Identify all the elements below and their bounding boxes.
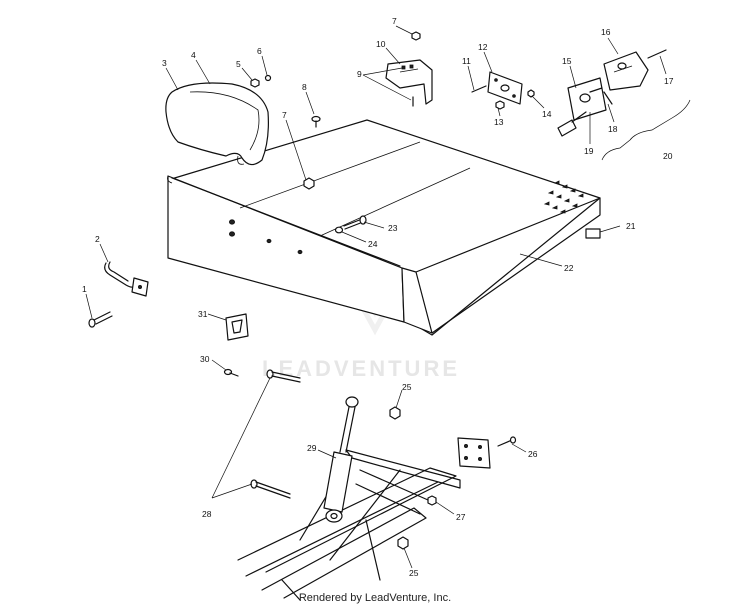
callout-4: 4	[191, 50, 196, 60]
tread-plate-pattern	[543, 180, 584, 214]
handle-16	[603, 51, 649, 91]
callout-7-upper: 7	[392, 16, 397, 26]
callout-20: 20	[663, 151, 673, 161]
callout-28: 28	[202, 509, 212, 519]
callout-25-lower: 25	[409, 568, 419, 578]
washer-24	[334, 226, 344, 234]
screw-6	[264, 74, 272, 82]
hook-2	[104, 261, 149, 297]
screw-17	[647, 49, 667, 59]
striker-plate	[487, 71, 523, 105]
bolt-28-lower	[250, 479, 291, 499]
callout-23: 23	[388, 223, 398, 233]
nut-25-lower	[397, 536, 409, 550]
callout-8: 8	[302, 82, 307, 92]
callout-29: 29	[307, 443, 317, 453]
callout-15: 15	[562, 56, 572, 66]
callout-7-lower: 7	[282, 110, 287, 120]
callout-31: 31	[198, 309, 208, 319]
callout-25-upper: 25	[402, 382, 412, 392]
bolt-28-upper	[266, 369, 301, 383]
callout-6: 6	[257, 46, 262, 56]
screw-11	[471, 85, 487, 93]
decal-21	[585, 228, 601, 239]
callout-13: 13	[494, 117, 504, 127]
hinge-plate	[457, 437, 491, 469]
nut-25-upper	[389, 406, 401, 420]
headrest	[165, 82, 269, 166]
callout-26: 26	[528, 449, 538, 459]
bolt-1	[88, 311, 113, 328]
latch-bracket	[385, 59, 433, 105]
nut-7	[411, 31, 421, 41]
latch-assembly	[567, 77, 607, 121]
callout-18: 18	[608, 124, 618, 134]
callout-30: 30	[200, 354, 210, 364]
callout-9: 9	[357, 69, 362, 79]
callout-2: 2	[95, 234, 100, 244]
bolt-26	[497, 436, 517, 447]
callout-14: 14	[542, 109, 552, 119]
bolt-23	[343, 215, 367, 230]
callout-22: 22	[564, 263, 574, 273]
group-bracket-20	[601, 99, 691, 161]
callout-17: 17	[664, 76, 674, 86]
clip-31	[225, 313, 249, 341]
watermark-text: LEADVENTURE	[262, 356, 460, 381]
pin-18	[603, 91, 613, 105]
render-credit: Rendered by LeadVenture, Inc.	[298, 592, 452, 604]
callout-19: 19	[584, 146, 594, 156]
cargo-box	[167, 119, 601, 336]
callout-5: 5	[236, 59, 241, 69]
gas-strut-29	[323, 396, 359, 523]
callout-27: 27	[456, 512, 466, 522]
nut-14	[527, 89, 535, 98]
nut-5	[250, 78, 260, 88]
nut-27	[427, 495, 437, 506]
callout-11: 11	[462, 56, 471, 66]
callout-3: 3	[162, 58, 167, 68]
connector-19	[557, 111, 587, 137]
callout-21: 21	[626, 221, 636, 231]
nut-13	[495, 100, 505, 110]
screw-30	[223, 368, 239, 377]
callout-24: 24	[368, 239, 378, 249]
callout-10: 10	[376, 39, 386, 49]
callout-1: 1	[82, 284, 87, 294]
callout-16: 16	[601, 27, 611, 37]
screw-8	[311, 115, 321, 128]
callout-labels: 1 2 3 4 5 6 7 7 8 9 10 11 12 13 14 15 16…	[82, 16, 674, 578]
leader-lines	[85, 25, 667, 569]
callout-12: 12	[478, 42, 488, 52]
